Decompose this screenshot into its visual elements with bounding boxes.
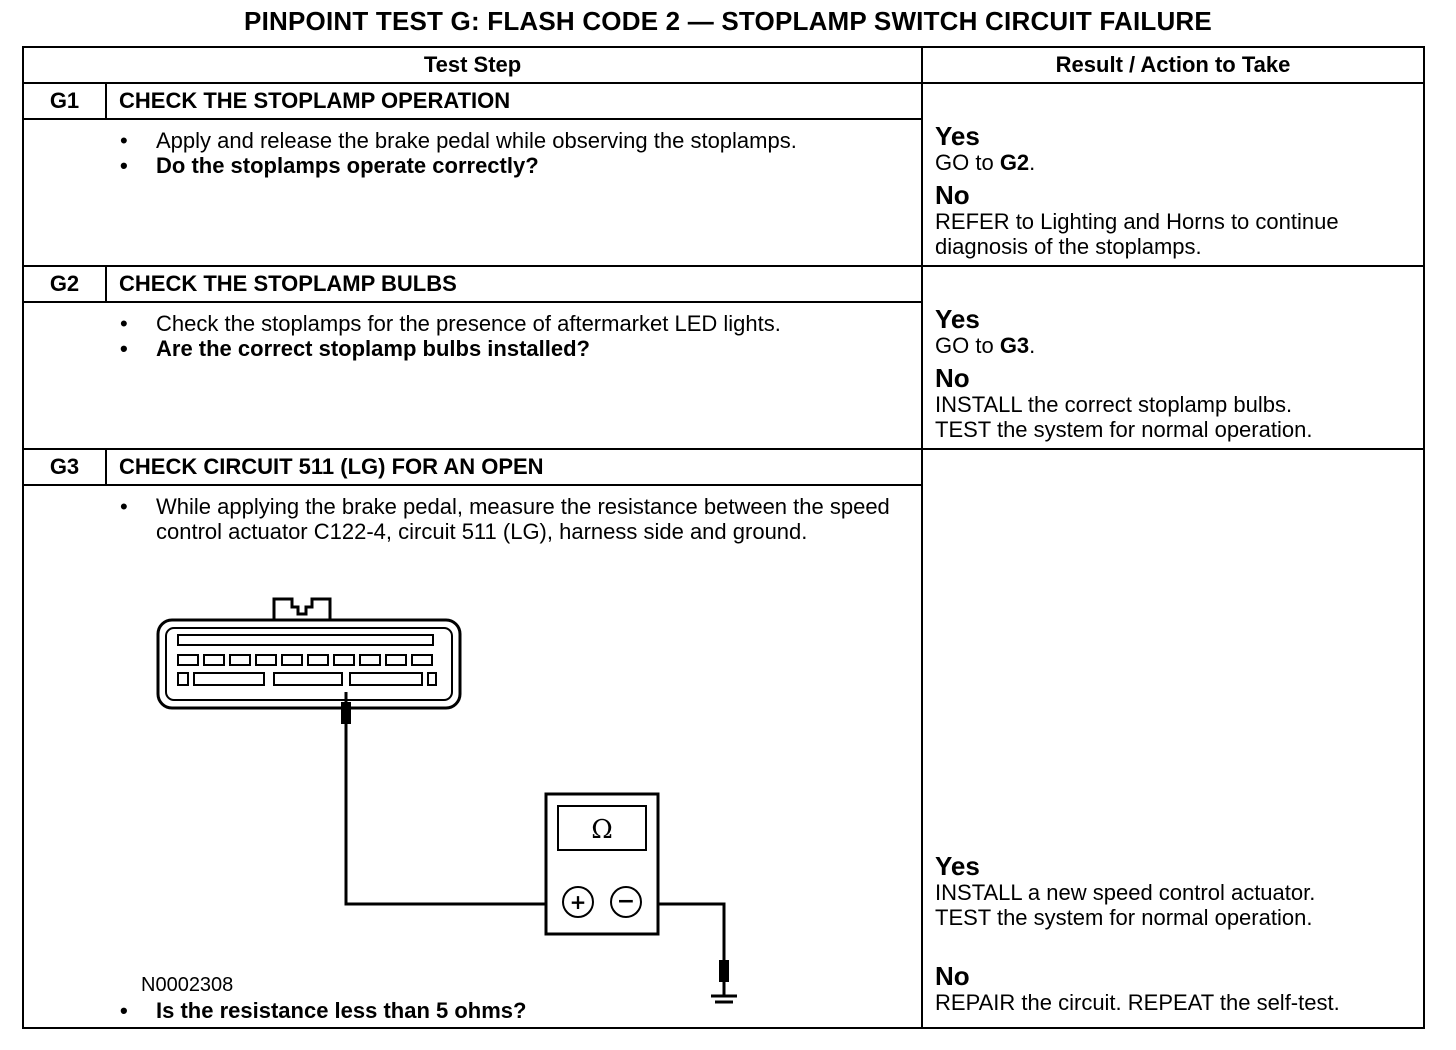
page-title: PINPOINT TEST G: FLASH CODE 2 — STOPLAMP…: [244, 6, 1212, 36]
yes-label: Yes: [935, 851, 980, 881]
no-label: No: [935, 180, 970, 210]
bullet: While applying the brake pedal, measure …: [106, 494, 921, 544]
step-body: Check the stoplamps for the presence of …: [106, 301, 924, 450]
no-text: REFER to Lighting and Horns to continue …: [935, 209, 1339, 259]
no-text-2: TEST the system for normal operation.: [935, 417, 1313, 442]
step-id: G3: [22, 448, 107, 486]
minus-terminal-icon: −: [617, 889, 635, 914]
bullet: Check the stoplamps for the presence of …: [106, 311, 921, 336]
yes-ref: G2: [999, 150, 1030, 175]
yes-text-2: TEST the system for normal operation.: [935, 905, 1313, 930]
step-heading: CHECK THE STOPLAMP BULBS: [104, 264, 924, 304]
yes-pre: GO to: [935, 150, 1000, 175]
header-result: Result / Action to Take: [921, 46, 1426, 84]
ohm-symbol: Ω: [591, 815, 613, 845]
result-cell: Yes GO to G3. No INSTALL the correct sto…: [921, 265, 1426, 450]
step-body: Apply and release the brake pedal while …: [106, 118, 924, 267]
figure-id: N0002308: [141, 974, 234, 996]
question: Is the resistance less than 5 ohms?: [106, 998, 921, 1023]
no-text-1: INSTALL the correct stoplamp bulbs.: [935, 392, 1293, 417]
connector-meter-illustration: + − Ω: [156, 597, 737, 1004]
result-cell: Yes GO to G2. No REFER to Lighting and H…: [921, 82, 1426, 267]
result-cell: Yes INSTALL a new speed control actuator…: [921, 448, 1426, 1029]
resistance-test-diagram: + − Ω N0002308: [106, 544, 906, 1004]
question: Do the stoplamps operate correctly?: [106, 153, 921, 178]
plus-terminal-icon: +: [570, 890, 587, 914]
yes-post: .: [1029, 150, 1036, 175]
step-body: While applying the brake pedal, measure …: [106, 484, 924, 1029]
yes-label: Yes: [935, 304, 980, 334]
no-text: REPAIR the circuit. REPEAT the self-test…: [935, 990, 1340, 1015]
pinpoint-test-table: Test Step Result / Action to Take G1 CHE…: [21, 46, 1426, 1029]
step-id: G1: [22, 81, 107, 121]
yes-pre: GO to: [935, 333, 1000, 358]
yes-label: Yes: [935, 121, 980, 151]
no-label: No: [935, 363, 970, 393]
step-heading: CHECK CIRCUIT 511 (LG) FOR AN OPEN: [104, 448, 924, 486]
question: Are the correct stoplamp bulbs installed…: [106, 336, 921, 361]
yes-post: .: [1029, 333, 1036, 358]
bullet: Apply and release the brake pedal while …: [106, 128, 921, 153]
no-label: No: [935, 961, 970, 991]
step-id: G2: [22, 264, 107, 304]
header-test-step: Test Step: [21, 46, 924, 84]
yes-text-1: INSTALL a new speed control actuator.: [935, 880, 1316, 905]
yes-ref: G3: [999, 333, 1030, 358]
step-heading: CHECK THE STOPLAMP OPERATION: [104, 81, 924, 121]
